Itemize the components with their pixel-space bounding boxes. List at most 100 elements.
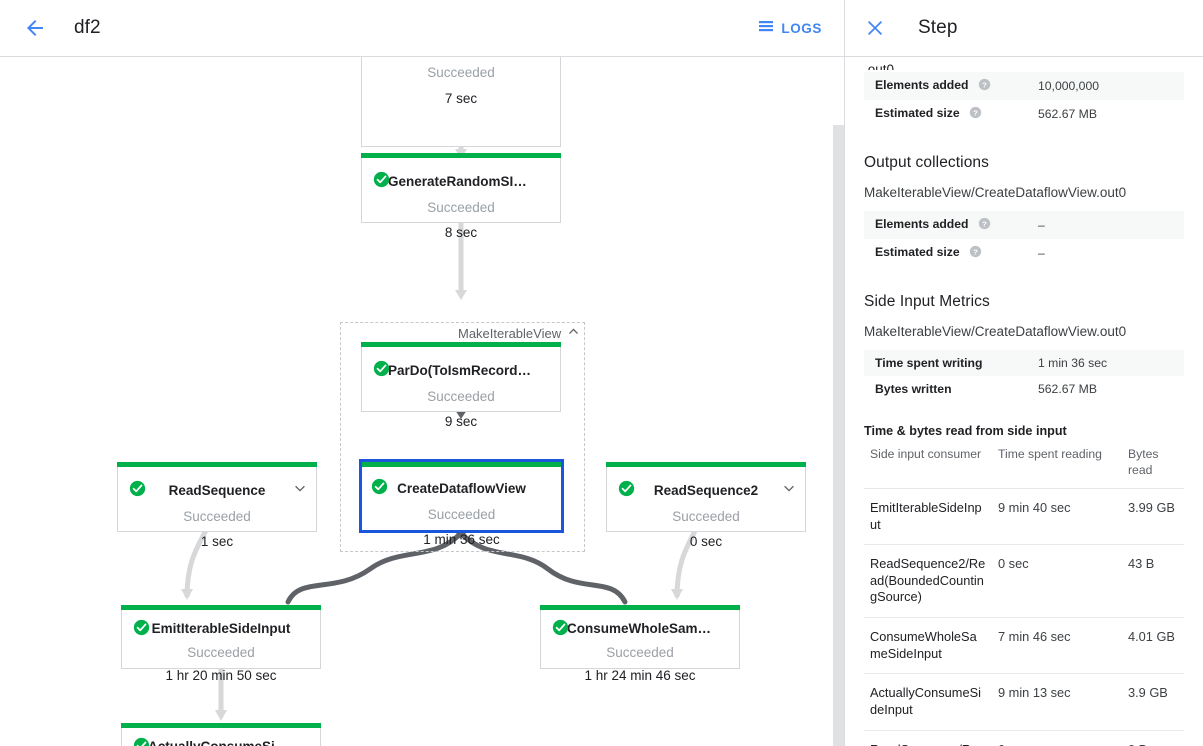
graph-node-pardo-toismrecordfor[interactable]: ParDo(ToIsmRecordFor… Succeeded 9 sec	[361, 342, 561, 428]
graph-node-read-sequence2[interactable]: ReadSequence2 Succeeded 0 sec	[606, 462, 806, 548]
metric-label: Estimated size ?	[864, 239, 1027, 267]
cell-bytes: 3.99 GB	[1122, 488, 1184, 546]
cell-bytes: 3.9 GB	[1122, 673, 1184, 731]
close-icon[interactable]	[862, 15, 888, 41]
node-title: EmitIterableSideInput	[151, 621, 291, 636]
scrolled-collection-name-clipped: .out0	[864, 62, 895, 70]
node-status-text: Succeeded	[427, 65, 495, 80]
cell-time: 7 min 46 sec	[992, 617, 1122, 675]
table-row: ReadSequence/Read(BoundedCountingSource)…	[864, 730, 1184, 746]
node-title: ParDo(ToIsmRecordFor…	[388, 363, 534, 378]
chevron-down-icon[interactable]	[782, 481, 796, 495]
svg-text:?: ?	[973, 248, 978, 257]
cell-time: 9 min 40 sec	[992, 488, 1122, 546]
help-circle-icon[interactable]: ?	[978, 217, 991, 233]
table-row: Elements added ? –	[864, 211, 1184, 240]
check-circle-icon	[129, 480, 146, 497]
column-header-time: Time spent reading	[992, 443, 1122, 489]
cell-bytes: 4.01 GB	[1122, 617, 1184, 675]
graph-node-generate-random-si-data[interactable]: GenerateRandomSIData Succeeded 8 sec	[361, 153, 561, 239]
side-input-metrics-heading: Side Input Metrics	[864, 293, 990, 311]
metric-label: Elements added ?	[864, 211, 1027, 239]
table-row: ActuallyConsumeSideInput 9 min 13 sec 3.…	[864, 673, 1184, 731]
graph-node-emit-iterable-side-input[interactable]: EmitIterableSideInput Succeeded 1 hr 20 …	[121, 605, 321, 682]
cell-time: 0 sec	[992, 730, 1122, 746]
metric-label: Time spent writing	[875, 356, 983, 371]
node-status-strip	[361, 153, 561, 158]
graph-node-create-dataflow-view[interactable]: CreateDataflowView Succeeded 1 min 36 se…	[359, 459, 564, 546]
help-circle-icon[interactable]: ?	[969, 106, 982, 122]
graph-node-actually-consume-side-input[interactable]: ActuallyConsumeSideI… Succeeded 1 hr 12 …	[121, 723, 321, 746]
table-row: Elements added ? 10,000,000	[864, 72, 1184, 100]
column-header-bytes: Bytes read	[1122, 443, 1184, 489]
node-title: ConsumeWholeSameSi…	[567, 621, 713, 636]
node-status-text: Succeeded	[672, 508, 740, 524]
job-name-title: df2	[74, 17, 101, 38]
check-circle-icon	[133, 737, 150, 746]
node-status-text: Succeeded	[427, 388, 495, 404]
node-status-text: Succeeded	[187, 644, 255, 660]
table-row: ReadSequence2/Read(BoundedCountingSource…	[864, 544, 1184, 618]
job-graph-pane: df2 LOGS	[0, 0, 845, 746]
cell-bytes: 43 B	[1122, 544, 1184, 618]
table-header-row: Side input consumer Time spent reading B…	[864, 443, 1184, 489]
node-time-text: 8 sec	[444, 225, 478, 240]
cell-consumer: ReadSequence/Read(BoundedCountingSource)	[864, 730, 992, 746]
cell-time: 9 min 13 sec	[992, 673, 1122, 731]
step-panel-header: Step	[845, 0, 1203, 57]
help-circle-icon[interactable]: ?	[978, 78, 991, 94]
metric-value: –	[1038, 246, 1045, 261]
node-title: ReadSequence2	[653, 483, 759, 498]
check-circle-icon	[373, 171, 390, 188]
graph-vertical-scrollbar[interactable]	[832, 57, 844, 746]
logs-button[interactable]: LOGS	[752, 14, 828, 43]
node-title: GenerateRandomSIData	[388, 174, 534, 189]
node-time-text: 1 hr 20 min 50 sec	[165, 668, 277, 683]
group-label-text: MakeIterableView	[458, 325, 562, 341]
node-status-strip	[540, 605, 740, 610]
side-input-table-caption: Time & bytes read from side input	[864, 424, 1067, 439]
node-status-strip	[606, 462, 806, 467]
graph-node-consume-whole-same-side-input[interactable]: ConsumeWholeSameSi… Succeeded 1 hr 24 mi…	[540, 605, 740, 682]
step-details-panel: Step .out0 Elements added ?	[845, 0, 1203, 746]
metric-label: Elements added ?	[864, 72, 1027, 100]
node-title: ActuallyConsumeSideI…	[148, 728, 294, 746]
svg-text:?: ?	[973, 108, 978, 117]
node-status-text: Succeeded	[427, 199, 495, 215]
logs-lines-icon	[758, 19, 774, 38]
check-circle-icon	[373, 360, 390, 377]
graph-node-partial-top[interactable]: Succeeded 7 sec	[361, 57, 561, 147]
logs-button-label: LOGS	[781, 20, 822, 36]
node-time-text: 1 hr 24 min 46 sec	[584, 668, 696, 683]
cell-consumer: ReadSequence2/Read(BoundedCountingSource…	[864, 544, 992, 618]
side-input-summary-table: Time spent writing 1 min 36 sec Bytes wr…	[864, 350, 1184, 402]
metric-value: –	[1038, 218, 1045, 233]
svg-text:?: ?	[982, 80, 987, 89]
cell-consumer: ActuallyConsumeSideInput	[864, 673, 992, 731]
graph-scrollbar-thumb[interactable]	[833, 125, 844, 746]
node-status-strip	[361, 342, 561, 347]
cell-time: 0 sec	[992, 544, 1122, 618]
node-status-text: Succeeded	[427, 506, 496, 522]
chevron-up-icon[interactable]	[567, 325, 580, 341]
table-row: ConsumeWholeSameSideInput 7 min 46 sec 4…	[864, 617, 1184, 675]
group-label-make-iterable-view[interactable]: MakeIterableView	[455, 325, 584, 341]
side-input-collection-name: MakeIterableView/CreateDataflowView.out0	[864, 324, 1127, 340]
graph-inner: MakeIterableView Succeeded 7 sec	[0, 57, 844, 746]
chevron-down-icon[interactable]	[293, 481, 307, 495]
node-status-strip	[121, 723, 321, 728]
check-circle-icon	[133, 619, 150, 636]
step-panel-title: Step	[918, 17, 958, 38]
node-time-text: 0 sec	[689, 534, 723, 549]
step-panel-body[interactable]: .out0 Elements added ? 10,000,000	[845, 57, 1203, 746]
table-row: Estimated size ? –	[864, 239, 1184, 267]
cell-bytes: 0 B	[1122, 730, 1184, 746]
check-circle-icon	[371, 478, 388, 495]
graph-node-read-sequence[interactable]: ReadSequence Succeeded 1 sec	[117, 462, 317, 548]
job-graph-canvas[interactable]: MakeIterableView Succeeded 7 sec	[0, 57, 844, 746]
help-circle-icon[interactable]: ?	[969, 245, 982, 261]
node-status-strip	[117, 462, 317, 467]
node-status-strip	[359, 459, 564, 467]
back-arrow-icon[interactable]	[22, 15, 48, 41]
